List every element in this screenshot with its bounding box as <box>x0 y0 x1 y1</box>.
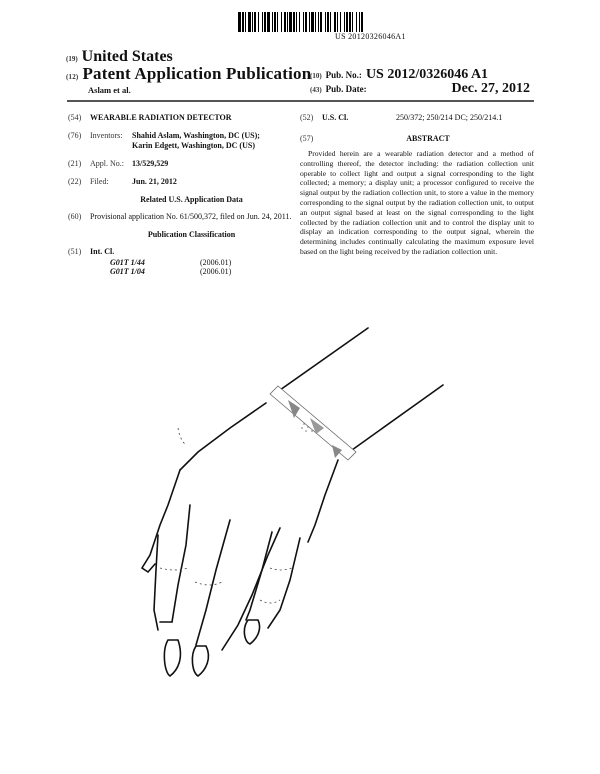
pub-no-value: US 2012/0326046 A1 <box>365 67 489 82</box>
inid-code: (19) <box>66 55 78 63</box>
barcode-number: US 20120326046A1 <box>335 32 406 41</box>
inventor-2: Karin Edgett, Washington, DC (US) <box>132 141 255 150</box>
country-name: United States <box>81 48 173 65</box>
knuckle-creases <box>159 427 293 604</box>
appl-no-label: Appl. No.: <box>90 159 124 168</box>
inventors-value: Shahid Aslam, Washington, DC (US); Karin… <box>132 131 293 151</box>
appl-no-value: 13/529,529 <box>132 159 169 168</box>
filed-value: Jun. 21, 2012 <box>132 177 177 186</box>
int-cl-class: G01T 1/44 <box>110 258 145 267</box>
us-cl-field: (52) U.S. Cl. 250/372; 250/214 DC; 250/2… <box>300 113 534 122</box>
inventor-1: Shahid Aslam, Washington, DC (US); <box>132 131 260 140</box>
invention-title: WEARABLE RADIATION DETECTOR <box>90 113 232 122</box>
int-cl-row: G01T 1/44 (2006.01) <box>68 258 293 267</box>
abstract-text: Provided herein are a wearable radiation… <box>300 149 534 256</box>
provisional-text: Provisional application No. 61/500,372, … <box>90 212 292 221</box>
inid-code: (51) <box>68 247 82 256</box>
title-field: (54) WEARABLE RADIATION DETECTOR <box>68 113 293 123</box>
inid-code: (57) <box>300 134 314 143</box>
abstract-column: (52) U.S. Cl. 250/372; 250/214 DC; 250/2… <box>300 113 534 257</box>
us-cl-value: 250/372; 250/214 DC; 250/214.1 <box>396 113 503 122</box>
int-cl-class: G01T 1/04 <box>110 267 145 276</box>
pub-date-label: Pub. Date: <box>325 84 367 94</box>
pub-date-value: Dec. 27, 2012 <box>451 81 530 96</box>
inid-code: (43) <box>310 86 322 94</box>
provisional-field: (60) Provisional application No. 61/500,… <box>68 212 293 222</box>
us-cl-label: U.S. Cl. <box>322 113 349 122</box>
inid-code: (52) <box>300 113 314 122</box>
int-cl-label: Int. Cl. <box>90 247 115 256</box>
hand-outline <box>140 327 444 677</box>
barcode <box>238 12 448 32</box>
publication-type-label: Patent Application Publication <box>82 64 312 83</box>
publication-type: (12)Patent Application Publication <box>66 64 311 84</box>
publication-number: (10)Pub. No.:US 2012/0326046 A1 <box>310 67 488 83</box>
inid-code: (21) <box>68 159 82 168</box>
header-divider <box>67 100 534 102</box>
inid-code: (54) <box>68 113 82 122</box>
filed-label: Filed: <box>90 177 109 186</box>
pub-no-label: Pub. No.: <box>325 70 362 80</box>
inid-code: (60) <box>68 212 82 221</box>
related-data-heading: Related U.S. Application Data <box>140 195 243 204</box>
int-cl-row: G01T 1/04 (2006.01) <box>68 267 293 276</box>
pub-class-heading: Publication Classification <box>147 230 236 239</box>
inventors-field: (76) Inventors: Shahid Aslam, Washington… <box>68 131 293 151</box>
filed-field: (22) Filed: Jun. 21, 2012 <box>68 177 293 187</box>
bibliographic-column: (54) WEARABLE RADIATION DETECTOR (76) In… <box>68 113 293 276</box>
patent-figure <box>140 327 444 677</box>
country-heading: (19)United States <box>66 48 173 66</box>
inid-code: (10) <box>310 72 322 80</box>
abstract-heading: ABSTRACT <box>406 134 450 143</box>
publication-date: (43)Pub. Date: Dec. 27, 2012 <box>310 81 530 96</box>
inid-code: (76) <box>68 131 82 140</box>
inid-code: (22) <box>68 177 82 186</box>
wrist-detector-band <box>269 385 357 461</box>
inventors-short: Aslam et al. <box>88 85 131 95</box>
abstract-header: (57) ABSTRACT <box>300 134 534 143</box>
int-cl-field: (51) Int. Cl. <box>68 247 293 257</box>
int-cl-version: (2006.01) <box>200 258 232 267</box>
inventors-label: Inventors: <box>90 131 123 140</box>
appl-no-field: (21) Appl. No.: 13/529,529 <box>68 159 293 169</box>
int-cl-version: (2006.01) <box>200 267 232 276</box>
inid-code: (12) <box>66 73 79 81</box>
